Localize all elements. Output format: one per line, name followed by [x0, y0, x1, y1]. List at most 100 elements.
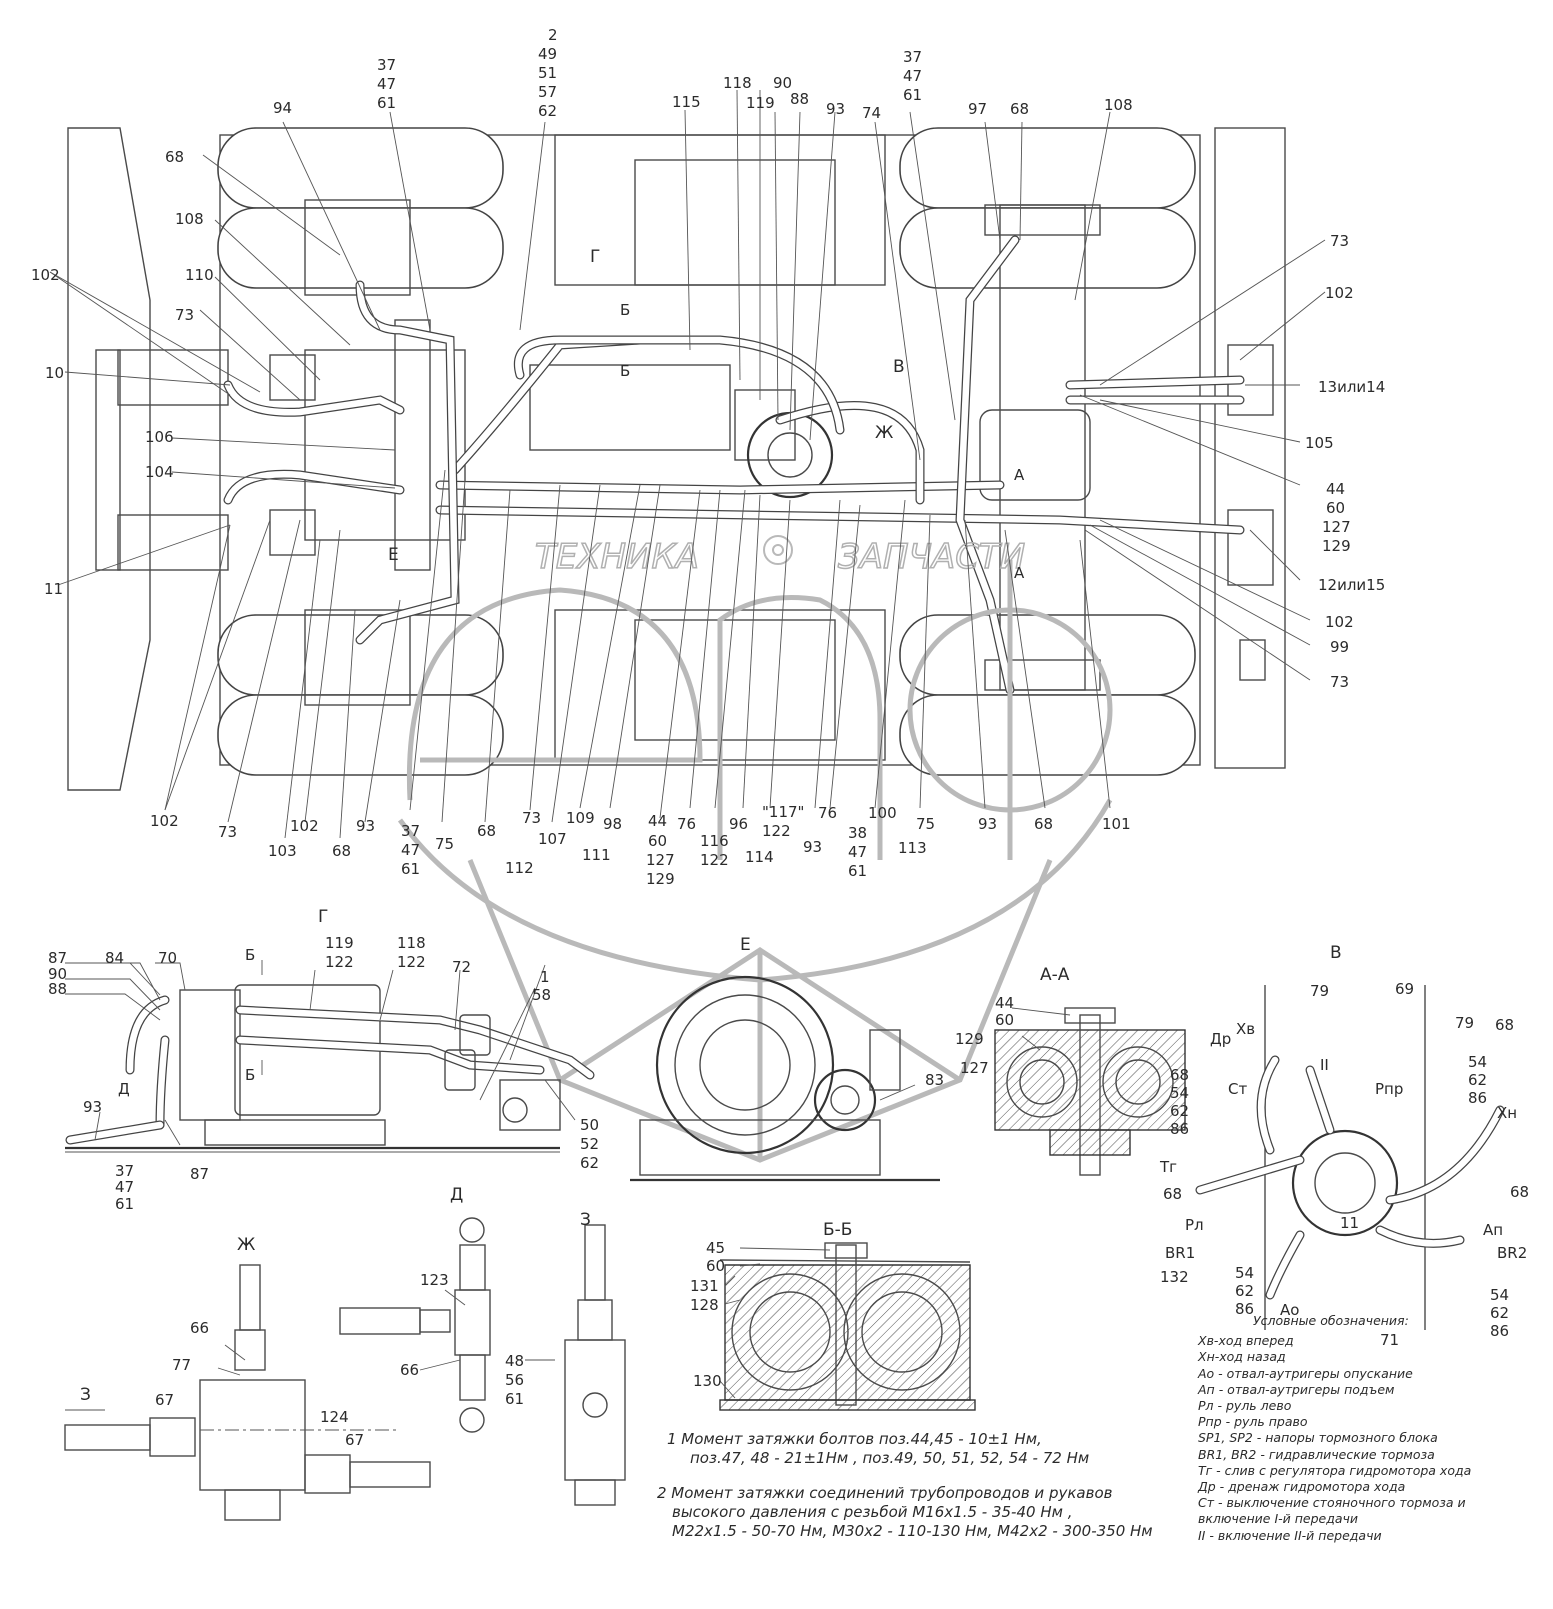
label-75-bottom-b: 75: [916, 815, 935, 833]
label-102-left: 102: [31, 266, 60, 284]
view-v-label-54c: 54: [1235, 1264, 1254, 1282]
label-114: 114: [745, 848, 774, 866]
label-68-left: 68: [165, 148, 184, 166]
label-94: 94: [273, 99, 292, 117]
view-g-label-118: 118: [397, 934, 426, 952]
label-115: 115: [672, 93, 701, 111]
view-v-label-62a: 62: [1170, 1102, 1189, 1120]
view-g-label-61: 61: [115, 1195, 134, 1213]
view-v-label-132: 132: [1160, 1268, 1189, 1286]
view-zh-label-67a: 67: [155, 1391, 174, 1409]
label-98: 98: [603, 815, 622, 833]
view-z-labels: З 48 56 61: [505, 1210, 591, 1408]
legend-item: II - включение II-й передачи: [1198, 1527, 1382, 1543]
label-101: 101: [1102, 815, 1131, 833]
view-v-label-tg: Тг: [1159, 1158, 1177, 1176]
view-v-label-71: 71: [1380, 1331, 1399, 1349]
view-v-label-86a: 86: [1170, 1120, 1189, 1138]
section-mark-b-1: Б: [620, 301, 630, 319]
label-122-bottom-a: 122: [700, 851, 729, 869]
view-g-label-70: 70: [158, 949, 177, 967]
section-aa-label-44: 44: [995, 994, 1014, 1012]
torque-note-2-line-1: 2 Момент затяжки соединений трубопроводо…: [657, 1484, 1113, 1502]
label-102-bottom-b: 102: [290, 817, 319, 835]
view-v-label-br1: BR1: [1165, 1244, 1195, 1262]
label-47-b: 47: [903, 67, 922, 85]
label-61-bottom-2: 61: [848, 862, 867, 880]
view-e-title: Е: [740, 935, 751, 955]
view-z-title: З: [580, 1210, 591, 1230]
view-v-label-br2: BR2: [1497, 1244, 1527, 1262]
view-v-label-69: 69: [1395, 980, 1414, 998]
label-109: 109: [566, 809, 595, 827]
view-d-title: Д: [450, 1185, 463, 1205]
label-47-a: 47: [377, 75, 396, 93]
main-chassis-view: ТЕХНИКА ЗАПЧАСТИ: [67, 127, 1286, 1163]
label-97: 97: [968, 100, 987, 118]
watermark-text-2: ЗАПЧАСТИ: [838, 537, 1025, 577]
section-mark-g: Г: [590, 247, 600, 267]
view-v-label-st: Ст: [1228, 1080, 1247, 1098]
label-106: 106: [145, 428, 174, 446]
section-aa-labels: А-А 44 60 129 127: [955, 965, 1070, 1077]
section-aa-detail: [994, 1007, 1186, 1176]
view-v-label-86b: 86: [1468, 1089, 1487, 1107]
label-93-top: 93: [826, 100, 845, 118]
label-118: 118: [723, 74, 752, 92]
view-v-labels: В 79 69 Др Хв 79 68 II Pпр Ст 68 54 62 8…: [1159, 943, 1529, 1349]
label-102-right-a: 102: [1325, 284, 1354, 302]
view-g-label-87b: 87: [190, 1165, 209, 1183]
label-88: 88: [790, 90, 809, 108]
view-v-label-79b: 79: [1455, 1014, 1474, 1032]
label-60-right: 60: [1326, 499, 1345, 517]
label-76-bottom-b: 76: [818, 804, 837, 822]
view-zh-label-124: 124: [320, 1408, 349, 1426]
legend-item: SP1, SP2 - напоры тормозного блока: [1198, 1430, 1438, 1446]
view-g-label-1: 1: [540, 968, 550, 986]
view-g-label-119: 119: [325, 934, 354, 952]
label-68-top: 68: [1010, 100, 1029, 118]
torque-note-1-line-2: поз.47, 48 - 21±1Нм , поз.49, 50, 51, 52…: [690, 1449, 1090, 1467]
label-73-bottom-b: 73: [522, 809, 541, 827]
view-g-label-62: 62: [580, 1154, 599, 1172]
label-102-right-b: 102: [1325, 613, 1354, 631]
view-d-detail: [339, 1217, 491, 1433]
section-bb-label-130: 130: [693, 1372, 722, 1390]
legend-item: Ап - отвал-аутригеры подъем: [1198, 1381, 1395, 1397]
view-v-label-54d: 54: [1490, 1286, 1509, 1304]
section-aa-label-127: 127: [960, 1059, 989, 1077]
label-108-left: 108: [175, 210, 204, 228]
view-g-label-72: 72: [452, 958, 471, 976]
label-76-bottom-a: 76: [677, 815, 696, 833]
section-aa-label-60: 60: [995, 1011, 1014, 1029]
watermark-gear-icon: [763, 535, 793, 565]
view-g-label-93: 93: [83, 1098, 102, 1116]
section-aa-label-129: 129: [955, 1030, 984, 1048]
view-g-label-122b: 122: [397, 953, 426, 971]
view-v-label-68b: 68: [1170, 1066, 1189, 1084]
section-aa-title: А-А: [1040, 965, 1070, 985]
view-e-detail: [630, 975, 940, 1182]
view-d-labels: Д 123 66: [400, 1185, 463, 1379]
view-v-label-86d: 86: [1490, 1322, 1509, 1340]
view-zh-detail: [64, 1264, 431, 1521]
view-v-label-62d: 62: [1490, 1304, 1509, 1322]
legend-item: Хн-ход назад: [1198, 1349, 1286, 1365]
label-73-right-a: 73: [1330, 232, 1349, 250]
legend-item: Ао - отвал-аутригеры опускание: [1198, 1365, 1413, 1381]
view-d-label-123: 123: [420, 1271, 449, 1289]
label-12-or-15: 12или15: [1318, 576, 1385, 594]
view-v-label-62c: 62: [1235, 1282, 1254, 1300]
view-v-label-79a: 79: [1310, 982, 1329, 1000]
section-bb-label-60: 60: [706, 1257, 725, 1275]
label-129-right: 129: [1322, 537, 1351, 555]
section-bb-labels: Б-Б 45 60 131 128 130: [690, 1220, 852, 1390]
view-g-label-58: 58: [532, 986, 551, 1004]
label-38-bottom: 38: [848, 824, 867, 842]
view-v-label-68d: 68: [1510, 1183, 1529, 1201]
section-mark-v: В: [893, 357, 905, 377]
view-g-label-d: Д: [118, 1080, 130, 1098]
label-100: 100: [868, 804, 897, 822]
section-mark-a-1: А: [1014, 466, 1025, 484]
label-103: 103: [268, 842, 297, 860]
